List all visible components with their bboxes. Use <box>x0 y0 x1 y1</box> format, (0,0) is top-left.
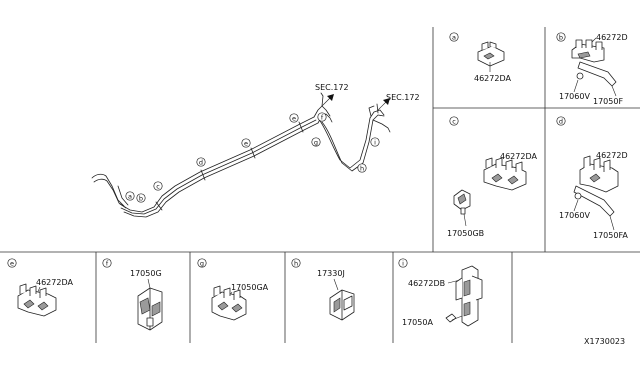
panel-c: c 46272DA 17050GB <box>447 116 537 238</box>
callout-c: c <box>156 183 160 191</box>
panel-g-callout: g <box>200 260 204 268</box>
panel-d-callout: d <box>559 118 563 126</box>
diagram-id: X1730023 <box>584 337 625 346</box>
label-17050ga: 17050GA <box>231 283 269 292</box>
label-17050fa: 17050FA <box>593 231 628 240</box>
panel-e-callout: e <box>10 260 14 268</box>
label-17050f: 17050F <box>593 97 623 106</box>
clip-bracket-b <box>571 39 617 87</box>
label-46272da-c: 46272DA <box>500 152 537 161</box>
panel-grid <box>0 27 640 343</box>
clip-17050ga <box>211 285 247 321</box>
clip-46272da-c <box>483 157 527 191</box>
panel-h: h 17330J <box>291 258 355 321</box>
panel-e: e 46272DA <box>7 258 73 317</box>
callout-a: a <box>128 193 132 201</box>
panel-i: i 46272DB 17050A <box>398 258 483 327</box>
panel-i-callout: i <box>402 260 404 268</box>
clip-17330j <box>329 289 355 321</box>
label-46272da-e: 46272DA <box>36 278 73 287</box>
clip-46272db <box>455 265 483 327</box>
panel-f: f 17050G <box>102 258 163 331</box>
sec-172-arrow-right: SEC.172 <box>377 93 420 111</box>
sec-172-arrow-left: SEC.172 <box>315 83 349 107</box>
clip-17050g <box>137 287 163 331</box>
label-17050a: 17050A <box>402 318 433 327</box>
clip-46272da-e <box>17 283 57 317</box>
sec-ref-left: SEC.172 <box>315 83 349 92</box>
panel-f-callout: f <box>106 260 109 268</box>
callout-i: i <box>374 139 376 147</box>
label-17060v-d: 17060V <box>559 211 590 220</box>
bolt-17050a <box>445 313 463 323</box>
label-17330j: 17330J <box>317 269 345 278</box>
callout-d: d <box>199 159 203 167</box>
panel-a-callout: a <box>452 34 456 42</box>
panel-a: a 46272DA <box>449 32 511 83</box>
fuel-line-assembly <box>91 92 391 218</box>
label-46272db: 46272DB <box>408 279 445 288</box>
label-17050gb: 17050GB <box>447 229 484 238</box>
label-46272d-d: 46272D <box>596 151 628 160</box>
label-17060v-b: 17060V <box>559 92 590 101</box>
callout-h: h <box>360 165 364 173</box>
panel-d: d 46272D 17060V 17050FA <box>556 116 628 240</box>
sec-ref-right: SEC.172 <box>386 93 420 102</box>
label-46272da: 46272DA <box>474 74 511 83</box>
callout-b: b <box>139 195 143 203</box>
clip-46272da-part <box>477 41 505 67</box>
main-callouts: a b c d e e f g h i <box>125 112 380 203</box>
callout-f: f <box>321 114 324 122</box>
panel-c-callout: c <box>452 118 456 126</box>
label-46272d-b: 46272D <box>596 33 628 42</box>
label-17050g: 17050G <box>130 269 162 278</box>
clip-17050gb <box>453 189 471 215</box>
panel-b-callout: b <box>559 34 563 42</box>
clip-bracket-d <box>573 155 619 217</box>
panel-b: b 46272D 17060V 17050F <box>556 32 628 106</box>
panel-g: g 17050GA <box>197 258 269 321</box>
panel-h-callout: h <box>294 260 298 268</box>
callout-e-2: e <box>292 115 296 123</box>
callout-e: e <box>244 140 248 148</box>
callout-g: g <box>314 139 318 147</box>
